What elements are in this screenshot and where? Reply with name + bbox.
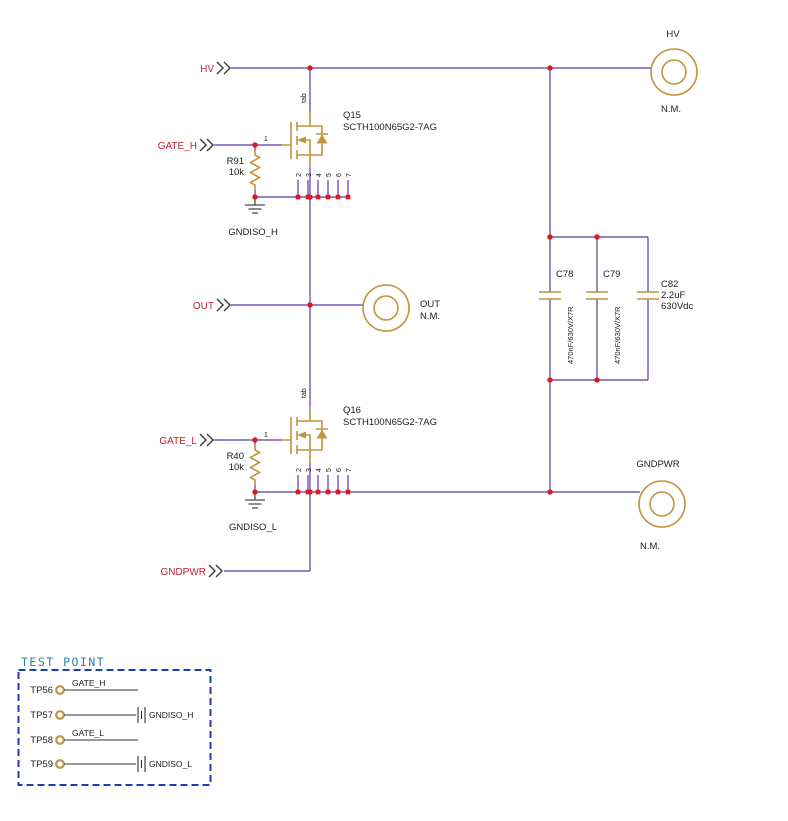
connector-out-label: OUT <box>420 299 440 310</box>
test-point-title: TEST POINT <box>21 655 105 669</box>
q16-pin-7: 7 <box>346 468 353 472</box>
connector-gndpwr-nm: N.M. <box>640 541 660 552</box>
wire-q16-source-bar <box>255 463 550 493</box>
q15-pin-5: 5 <box>326 173 333 177</box>
c82-rating: 630Vdc <box>661 301 693 312</box>
tp59-net: GNDISO_L <box>149 759 192 769</box>
tp57-refdes: TP57 <box>30 710 53 721</box>
tp57-port-icon <box>137 707 146 723</box>
gnd-symbol-gndiso-l <box>245 492 265 509</box>
junction-dots <box>252 65 600 495</box>
solder-pads <box>295 194 351 495</box>
connector-hv-nm: N.M. <box>661 104 681 115</box>
mosfet-q16-body-diode <box>316 429 328 439</box>
tp57-net: GNDISO_H <box>149 710 193 720</box>
q16-part-number: SCTH100N65G2-7AG <box>343 417 437 428</box>
resistor-r91-symbol <box>248 150 262 190</box>
test-point-row-tp58: TP58 GATE_L <box>30 728 138 746</box>
test-point-box <box>17 669 212 786</box>
tp58-pad-icon <box>55 735 65 745</box>
q16-pin-6: 6 <box>336 468 343 472</box>
net-label-out: OUT <box>193 301 214 312</box>
connector-hv <box>650 48 698 96</box>
test-point-row-tp57: TP57 GNDISO_H <box>30 707 193 723</box>
q15-pin-1: 1 <box>264 136 268 143</box>
r40-refdes: R40 <box>227 451 244 462</box>
c79-value: 470nF/630V/X7R <box>613 306 622 364</box>
port-arrow-gate-h <box>199 138 214 152</box>
r91-value: 10k <box>229 167 245 178</box>
q15-part-number: SCTH100N65G2-7AG <box>343 122 437 133</box>
tp57-pad-icon <box>55 710 65 720</box>
q15-pin-7: 7 <box>346 173 353 177</box>
q16-refdes: Q16 <box>343 405 361 416</box>
tp56-net: GATE_H <box>72 678 105 688</box>
mosfet-q15-body-diode <box>316 134 328 144</box>
q15-pin-3: 3 <box>306 173 313 177</box>
port-arrow-out <box>216 298 231 312</box>
wire-q15-pins <box>297 180 349 197</box>
net-label-gndpwr: GNDPWR <box>160 567 206 578</box>
q16-pin-5: 5 <box>326 468 333 472</box>
q15-pin-4: 4 <box>316 173 323 177</box>
q15-refdes: Q15 <box>343 110 361 121</box>
mosfet-q15-symbol <box>282 112 328 168</box>
c78-refdes: C78 <box>556 269 573 280</box>
mosfet-q15-arrow <box>297 136 306 144</box>
port-arrow-gate-l <box>199 433 214 447</box>
capacitor-c79-symbol <box>586 291 608 300</box>
c78-value: 470nF/630V/X7R <box>566 306 575 364</box>
gnd-symbol-gndiso-h <box>245 197 265 214</box>
tp56-refdes: TP56 <box>30 685 53 696</box>
q15-pin-6: 6 <box>336 173 343 177</box>
tp58-net: GATE_L <box>72 728 104 738</box>
r91-refdes: R91 <box>227 156 244 167</box>
q15-tab-label: tab <box>301 93 308 103</box>
connector-out <box>362 284 410 332</box>
wire-q15-source-bar <box>255 168 348 198</box>
tp59-port-icon <box>137 756 146 772</box>
capacitor-c78-symbol <box>539 291 561 300</box>
connector-gndpwr <box>638 480 686 528</box>
r40-value: 10k <box>229 462 245 473</box>
q16-pin-1: 1 <box>264 432 268 439</box>
net-label-hv: HV <box>200 64 214 75</box>
net-label-gate-h: GATE_H <box>158 141 197 152</box>
connector-hv-label: HV <box>666 29 680 40</box>
q15-pin-2: 2 <box>296 173 303 177</box>
port-arrow-gndpwr <box>208 564 223 578</box>
q16-tab-label: tab <box>301 388 308 398</box>
q16-pin-2: 2 <box>296 468 303 472</box>
tp59-pad-icon <box>55 759 65 769</box>
c82-refdes: C82 <box>661 279 678 290</box>
tp59-refdes: TP59 <box>30 759 53 770</box>
port-arrow-hv <box>216 61 231 75</box>
port-arrows <box>199 61 231 578</box>
connector-out-nm: N.M. <box>420 311 440 322</box>
wire-gndpwr <box>224 492 311 572</box>
gndiso-h-label: GNDISO_H <box>228 227 278 238</box>
c82-value: 2.2uF <box>661 290 685 301</box>
gndiso-l-label: GNDISO_L <box>229 522 277 533</box>
c79-refdes: C79 <box>603 269 620 280</box>
resistor-r40-symbol <box>248 445 262 485</box>
q16-pin-3: 3 <box>306 468 313 472</box>
test-point-row-tp59: TP59 GNDISO_L <box>30 756 192 772</box>
capacitor-c82-symbol <box>637 291 659 300</box>
connector-gndpwr-label: GNDPWR <box>636 459 679 470</box>
tp56-pad-icon <box>55 685 65 695</box>
mosfet-q16-symbol <box>282 407 328 463</box>
tp58-refdes: TP58 <box>30 735 53 746</box>
mosfet-q16-arrow <box>297 431 306 439</box>
wire-q16-pins <box>297 475 349 492</box>
test-point-row-tp56: TP56 GATE_H <box>30 678 138 696</box>
q16-pin-4: 4 <box>316 468 323 472</box>
net-label-gate-l: GATE_L <box>159 436 197 447</box>
